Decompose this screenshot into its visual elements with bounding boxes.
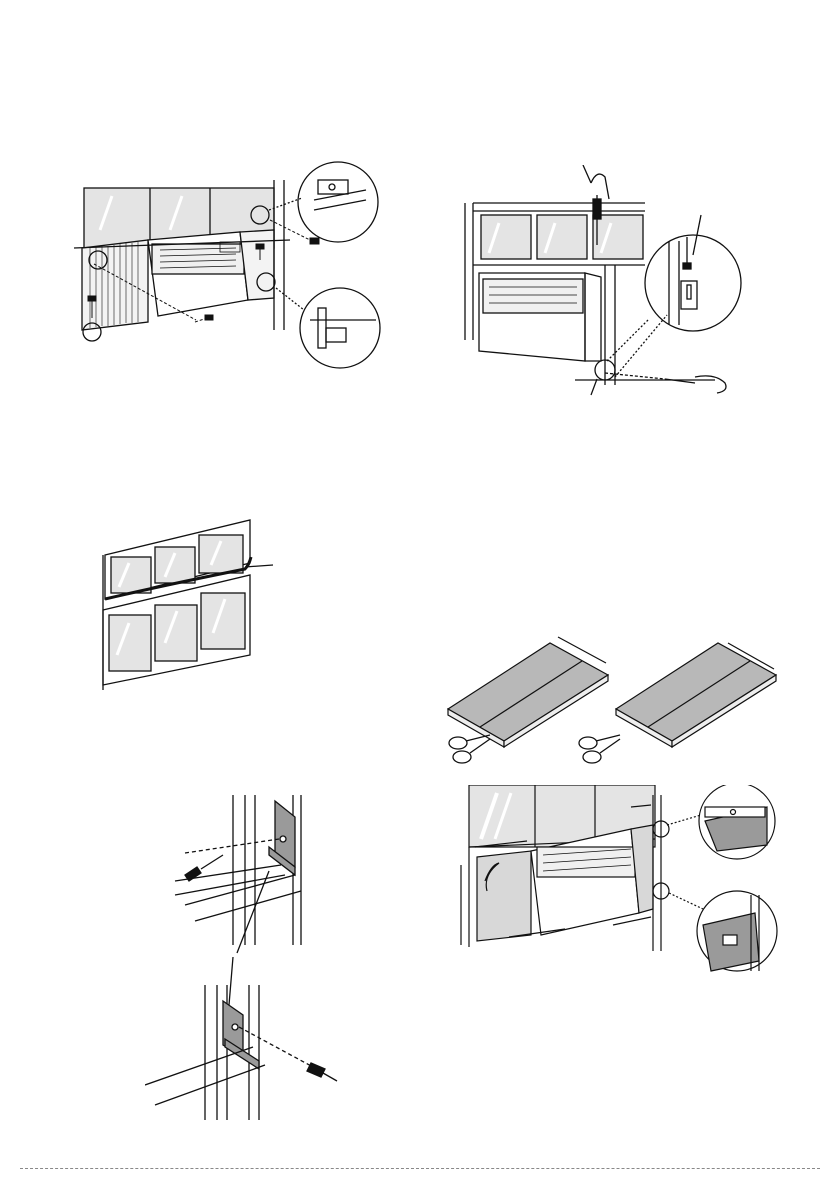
page-bottom-rule <box>20 1168 820 1169</box>
fig-cut-foam <box>440 635 790 770</box>
fig-screwdriver-bracket <box>455 165 755 415</box>
fig-side-panels-screw <box>70 160 390 380</box>
fig-insulation-installed <box>455 785 780 975</box>
fig-bracket-screw <box>145 795 365 1120</box>
fig-window-seal <box>95 515 305 695</box>
